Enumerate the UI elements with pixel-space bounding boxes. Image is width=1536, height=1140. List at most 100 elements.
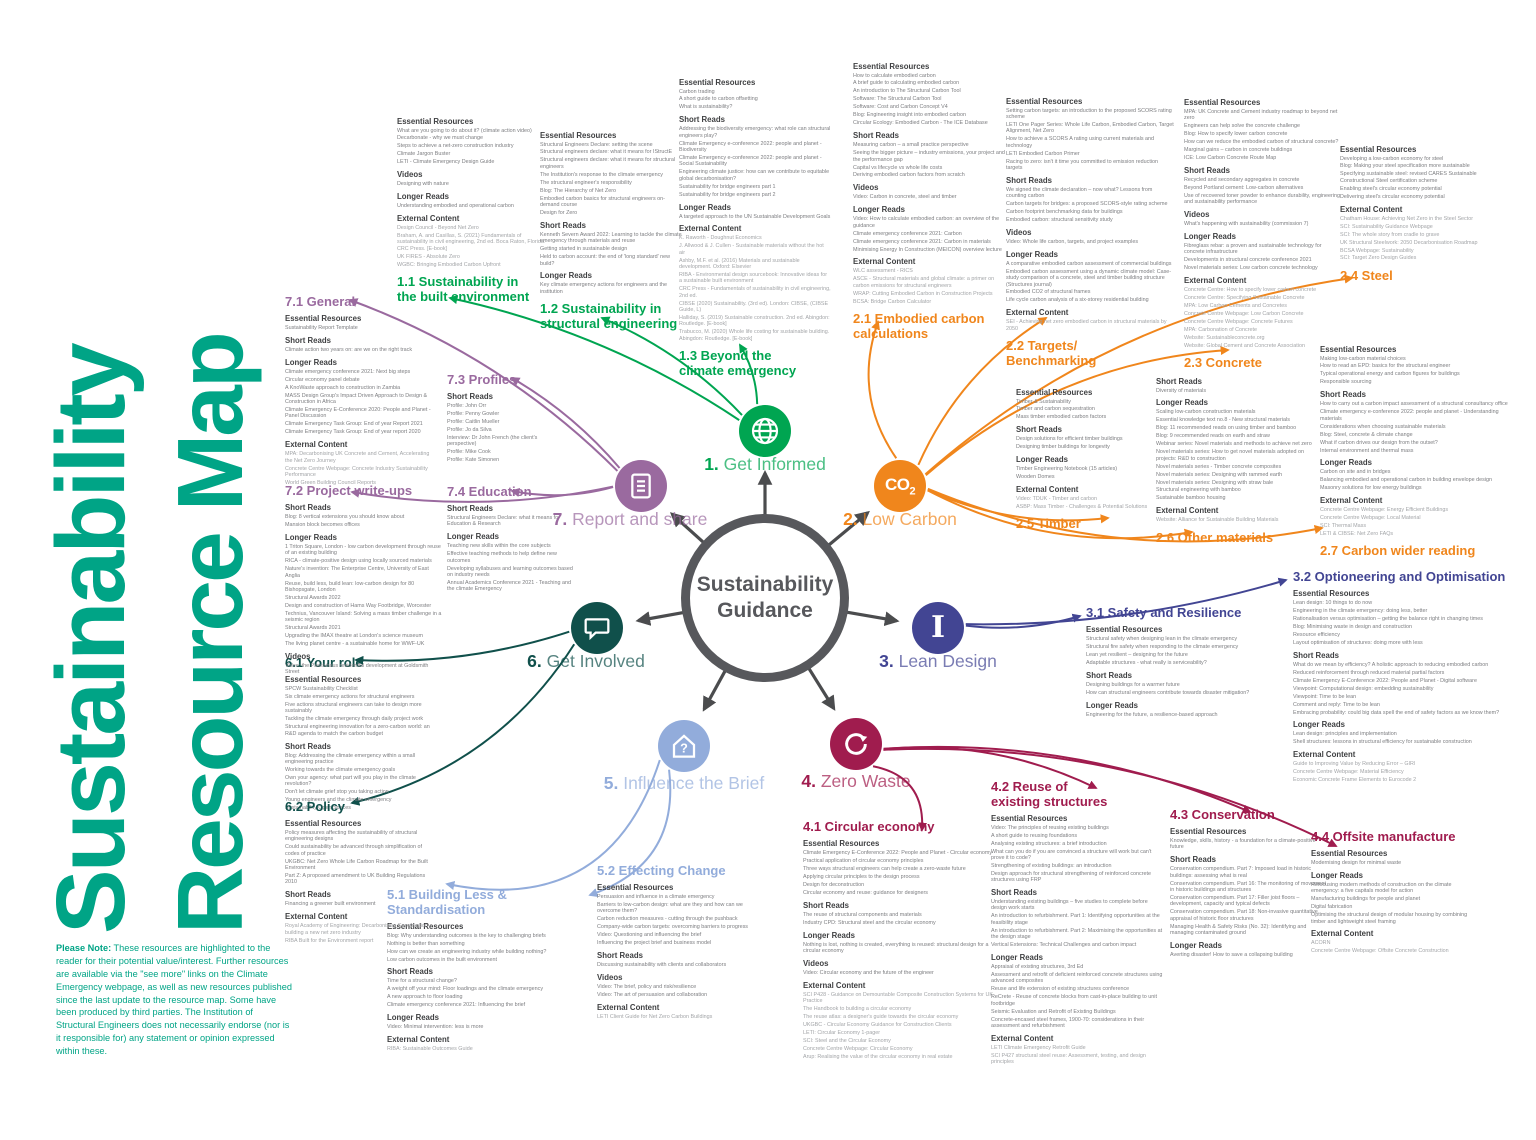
resource-item: Nothing is better than something xyxy=(387,940,465,947)
resource-item: SEI - Achieving net zero embodied carbon… xyxy=(1006,319,1167,332)
section-heading: 4.4 Offsite manufacture xyxy=(1311,829,1456,844)
resource-item: Use of recovered toner powder to enhance… xyxy=(1184,192,1341,205)
poster-title-line1: Sustainability xyxy=(36,345,145,934)
resource-item: What if carbon drives our design from th… xyxy=(1320,439,1438,446)
branch-number: 5. xyxy=(603,773,619,793)
resource-item: Blog: Why understanding outcomes is the … xyxy=(387,932,546,939)
resource-item: An introduction to The Structural Carbon… xyxy=(853,88,961,95)
resource-item: An introduction to refurbishment. Part 1… xyxy=(991,913,1160,926)
resource-item: Carbon trading xyxy=(679,88,715,95)
resource-item: Conservation compendium. Part 16: The mo… xyxy=(1170,880,1327,894)
resource-item: How can we create an engineering industr… xyxy=(387,948,547,955)
resource-item: Website: Sustainableconcrete.org xyxy=(1184,334,1265,341)
resource-item: Balancing embodied and operational carbo… xyxy=(1320,477,1493,484)
resource-item: Minimising Energy In Construction (MEICO… xyxy=(853,246,1002,253)
section-heading: 3.1 Safety and Resilience xyxy=(1086,605,1242,620)
section-heading: 2.1 Embodied carbon calculations xyxy=(853,311,985,341)
resource-item: Low carbon outcomes in the built environ… xyxy=(387,956,497,963)
resource-group-header: External Content xyxy=(1184,275,1247,285)
resource-item: Ashby, M.F. et al. (2016) Materials and … xyxy=(679,257,800,271)
resource-item: Reuse, build less, build lean: low-carbo… xyxy=(285,580,415,593)
resource-item: Young engineers and the climate emergenc… xyxy=(285,797,392,804)
resource-group-header: Essential Resources xyxy=(285,314,362,324)
resource-item: The reuse of structural components and m… xyxy=(803,911,922,918)
section-heading: 5.1 Building Less & Standardisation xyxy=(387,887,507,917)
resource-group-header: Essential Resources xyxy=(387,921,464,931)
document-icon xyxy=(615,460,667,512)
resource-group-header: Essential Resources xyxy=(1086,625,1163,635)
resource-item: Upgrading the IMAX theatre at London's s… xyxy=(285,633,423,640)
resource-group-header: External Content xyxy=(597,1002,660,1012)
co2-icon: CO2 xyxy=(874,460,926,512)
resource-group-header: Short Reads xyxy=(1086,670,1132,680)
hub-spoke-arrow xyxy=(702,670,727,712)
resource-item: WGBC: Bringing Embodied Carbon Upfront xyxy=(397,261,501,268)
resource-item: Mansion block becomes offices xyxy=(285,522,360,529)
resource-item: Video: The principles of reusing existin… xyxy=(991,824,1109,831)
resource-item: What can you do if you are convinced a s… xyxy=(991,848,1152,861)
resource-item: UKGBC: Net Zero Whole Life Carbon Roadma… xyxy=(285,858,428,872)
resource-item: Braham, A. and Casillas, S. (2021) Funda… xyxy=(397,232,546,252)
branch-name: Get Informed xyxy=(723,454,826,474)
resource-item: Working towards the climate emergency go… xyxy=(285,766,396,773)
resource-item: Diversity of materials xyxy=(1156,387,1207,394)
branch-name: Low Carbon xyxy=(862,509,957,529)
branch-label-2: 2. Low Carbon xyxy=(780,509,1020,529)
section-heading: 4.2 Reuse of existing structures xyxy=(991,779,1108,809)
resource-item: Climate Emergency E-Conference 2022: Peo… xyxy=(1293,677,1477,684)
resource-group-header: External Content xyxy=(285,440,348,450)
resource-item: Mass timber embodied carbon factors xyxy=(1016,414,1107,421)
hub-label: Sustainability Guidance xyxy=(696,572,834,622)
resource-group-header: External Content xyxy=(285,912,348,922)
resource-item: Embodied carbon assessment using a dynam… xyxy=(1006,268,1172,288)
resource-group-header: Short Reads xyxy=(447,392,493,402)
resource-item: RIBA: Sustainable Outcomes Guide xyxy=(387,1046,473,1053)
resource-group-header: Short Reads xyxy=(285,503,331,513)
hub-spoke-arrow xyxy=(669,512,705,544)
resource-item: Climate Emergency e-conference 2022: peo… xyxy=(679,155,822,168)
resource-item: Blog: Minimising waste in design and con… xyxy=(1293,623,1412,630)
resource-item: CIBSE (2020) Sustainability. (3rd ed). L… xyxy=(679,300,829,314)
branch-name: Zero Waste xyxy=(820,771,911,791)
section-heading: 6.2 Policy xyxy=(285,799,345,814)
resource-item: Design Council - Beyond Net Zero xyxy=(397,225,479,231)
hub-node: Sustainability Guidance xyxy=(681,514,849,682)
resource-item: Viewpoint: Computational design: embeddi… xyxy=(1293,685,1434,692)
resource-item: Blog: 11 recommended reads on using timb… xyxy=(1156,425,1297,432)
resource-item: ICE: Low Carbon Concrete Route Map xyxy=(1184,154,1277,161)
resource-item: Profile: Mike Cook xyxy=(447,449,491,456)
resource-group-header: Essential Resources xyxy=(540,130,617,140)
resource-item: Reuse and life extension of existing str… xyxy=(991,986,1130,993)
resource-item: Decarbonate - why we must change xyxy=(397,135,483,142)
resource-item: UK FIRES - Absolute Zero xyxy=(397,253,460,260)
resource-item: Novel materials series: Designing with r… xyxy=(1156,471,1283,478)
resource-item: Part Z: A proposed amendment to UK Build… xyxy=(285,873,426,886)
resource-item: Circular economy and reuse: guidance for… xyxy=(803,889,928,896)
section-arrow-7-3 xyxy=(510,377,621,469)
resource-item: Design for Zero xyxy=(540,210,578,217)
section-heading: 7.1 General xyxy=(285,294,356,309)
resource-item: Embracing probability: could big data sp… xyxy=(1293,709,1500,716)
hub-spoke-arrow xyxy=(827,510,870,547)
resource-item: ACORN xyxy=(1311,940,1331,947)
resource-item: UK Structural Steelwork: 2050 Decarbonis… xyxy=(1340,239,1478,246)
resource-item: Optimising the structural design of modu… xyxy=(1311,912,1468,925)
resource-item: Persuasion and influence in a climate em… xyxy=(597,894,715,901)
resource-item: Fibreglass rebar: a proven and sustainab… xyxy=(1184,242,1322,256)
resource-item: UKGBC - Circular Economy Guidance for Co… xyxy=(803,1022,952,1029)
